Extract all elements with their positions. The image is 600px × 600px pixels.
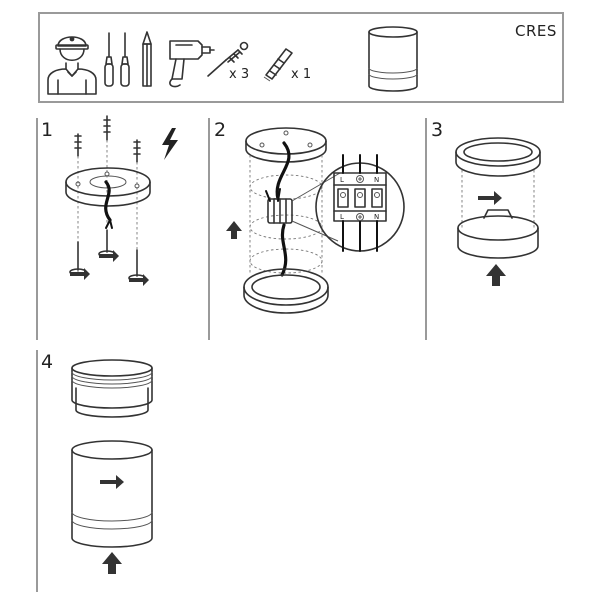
- installer-person-icon: [47, 36, 97, 95]
- rotate-arrow-icon: [70, 268, 90, 280]
- step-divider: [425, 118, 427, 340]
- step-divider: [208, 118, 210, 340]
- step-number: 4: [41, 351, 54, 373]
- up-arrow-icon: [486, 264, 506, 286]
- rotate-arrow-icon: [478, 191, 502, 205]
- product-name: CRES: [515, 22, 557, 40]
- screw-icon: [128, 249, 146, 282]
- screw-icon: [98, 229, 116, 258]
- step2-wiring-illustration: L N L N: [226, 127, 405, 314]
- rotate-arrow-icon: [129, 274, 149, 286]
- electric-warning-icon: [162, 128, 178, 160]
- rotate-arrow-icon: [100, 475, 124, 489]
- wall-plug-icon: [103, 115, 111, 141]
- terminal-label-neutral: N: [374, 213, 379, 221]
- step1-mounting-illustration: [65, 115, 151, 286]
- tools-header-panel: [38, 12, 564, 103]
- terminal-label-live: L: [340, 213, 344, 221]
- up-arrow-icon: [102, 552, 122, 574]
- step-number: 2: [214, 119, 227, 141]
- step-divider: [36, 118, 38, 340]
- pencil-icon: [142, 31, 152, 87]
- step-number: 1: [41, 119, 54, 141]
- drill-icon: [169, 40, 215, 88]
- cylinder-lamp-icon: [368, 26, 418, 92]
- step-divider: [36, 350, 38, 592]
- wall-plug-icon: [74, 133, 82, 157]
- step-number: 3: [431, 119, 444, 141]
- up-arrow-icon: [226, 221, 242, 239]
- step3-module-illustration: [455, 137, 541, 286]
- screw-quantity: x 3: [229, 67, 250, 82]
- terminal-label-neutral: N: [374, 176, 379, 184]
- screwdrivers-icon: [104, 32, 130, 87]
- wall-plug-icon: [133, 139, 141, 163]
- step4-cover-illustration: [71, 359, 153, 574]
- screw-plug-icon: [207, 41, 249, 77]
- screw-icon: [69, 241, 87, 276]
- terminal-connector-icon: [263, 48, 293, 82]
- connector-quantity: x 1: [291, 67, 312, 82]
- rotate-arrow-icon: [99, 250, 119, 262]
- terminal-label-live: L: [340, 176, 344, 184]
